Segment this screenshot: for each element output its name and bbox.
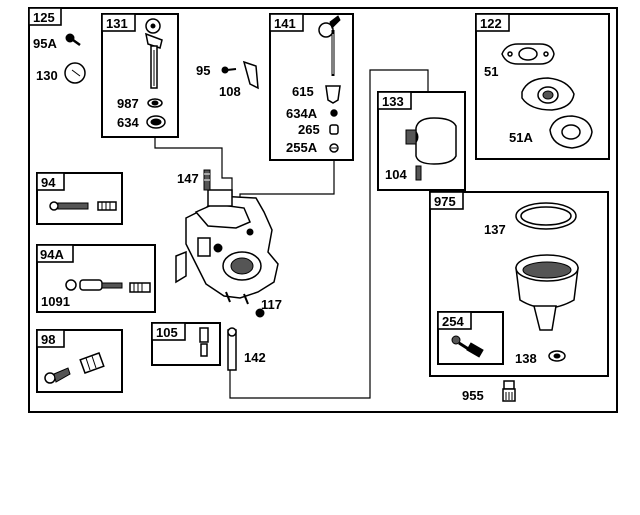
group-label-133: 133 bbox=[382, 94, 404, 109]
mixture-screw-94a-icon bbox=[65, 279, 151, 293]
part-label-95: 95 bbox=[196, 63, 210, 78]
group-tag-133 bbox=[377, 91, 412, 110]
screw-spring-98-icon bbox=[44, 352, 105, 384]
washer-138-icon bbox=[548, 350, 566, 362]
part-label-138: 138 bbox=[515, 351, 537, 366]
screw-95a-icon bbox=[65, 33, 81, 47]
main-frame bbox=[28, 7, 618, 413]
group-box-131 bbox=[101, 13, 179, 138]
part-label-265: 265 bbox=[298, 122, 320, 137]
spacer-icon bbox=[521, 77, 575, 111]
group-label-125: 125 bbox=[33, 10, 55, 25]
group-label-131: 131 bbox=[106, 16, 128, 31]
group-label-122: 122 bbox=[480, 16, 502, 31]
group-box-141 bbox=[269, 13, 354, 161]
float-bowl-icon bbox=[515, 254, 579, 331]
bowl-nut-955-icon bbox=[502, 380, 516, 402]
part-label-51a: 51A bbox=[509, 130, 533, 145]
screw-254-icon bbox=[451, 335, 484, 358]
group-tag-94a bbox=[36, 244, 74, 263]
group-tag-141 bbox=[269, 13, 304, 32]
group-tag-975 bbox=[429, 191, 464, 210]
group-tag-94 bbox=[36, 172, 65, 191]
part-label-142: 142 bbox=[244, 350, 266, 365]
part-label-987: 987 bbox=[117, 96, 139, 111]
seal-987-icon bbox=[147, 98, 163, 108]
gasket-137-icon bbox=[515, 202, 577, 230]
seal-634-icon bbox=[146, 115, 166, 129]
pin-104-icon bbox=[415, 165, 422, 181]
group-box-133 bbox=[377, 91, 466, 191]
group-box-105 bbox=[151, 322, 221, 366]
group-box-975 bbox=[429, 191, 609, 377]
part-label-108: 108 bbox=[219, 84, 241, 99]
throttle-shaft-icon bbox=[144, 18, 163, 89]
jet-105-icon bbox=[199, 327, 209, 357]
part-label-147: 147 bbox=[177, 171, 199, 186]
part-label-255a: 255A bbox=[286, 140, 318, 155]
part-label-137: 137 bbox=[484, 222, 506, 237]
carburetor-body-icon bbox=[175, 189, 279, 305]
washer-255a-icon bbox=[329, 143, 339, 153]
choke-shaft-icon bbox=[318, 15, 341, 76]
group-label-975: 975 bbox=[434, 194, 456, 209]
group-label-98: 98 bbox=[41, 332, 55, 347]
group-tag-125 bbox=[28, 7, 62, 26]
screw-117-icon bbox=[255, 308, 265, 318]
group-box-122 bbox=[475, 13, 610, 160]
float-icon bbox=[405, 117, 457, 165]
spring-108-icon bbox=[242, 60, 259, 90]
part-label-104: 104 bbox=[385, 167, 407, 182]
part-label-634: 634 bbox=[117, 115, 139, 130]
group-label-254: 254 bbox=[442, 314, 464, 329]
leader-133 bbox=[229, 69, 429, 399]
part-label-634a: 634A bbox=[286, 106, 318, 121]
part-label-1091: 1091 bbox=[41, 294, 70, 309]
idle-screw-94-icon bbox=[49, 201, 117, 211]
part-label-51: 51 bbox=[484, 64, 498, 79]
group-box-94a bbox=[36, 244, 156, 313]
group-label-141: 141 bbox=[274, 16, 296, 31]
group-label-105: 105 bbox=[156, 325, 178, 340]
gasket-51-icon bbox=[501, 43, 555, 65]
part-label-955: 955 bbox=[462, 388, 484, 403]
screw-147-icon bbox=[203, 169, 211, 191]
part-label-95a: 95A bbox=[33, 36, 57, 51]
needle-615-icon bbox=[325, 85, 341, 104]
seat-265-icon bbox=[329, 124, 339, 135]
group-label-94a: 94A bbox=[40, 247, 64, 262]
group-tag-122 bbox=[475, 13, 510, 32]
group-tag-254 bbox=[437, 311, 472, 330]
screw-95-icon bbox=[221, 66, 237, 74]
plug-130-icon bbox=[64, 62, 86, 84]
part-label-615: 615 bbox=[292, 84, 314, 99]
oring-634a-icon bbox=[330, 109, 338, 117]
group-label-94: 94 bbox=[41, 175, 56, 190]
gasket-51a-icon bbox=[549, 115, 593, 149]
group-tag-105 bbox=[151, 322, 186, 341]
group-tag-98 bbox=[36, 329, 65, 348]
group-box-94 bbox=[36, 172, 123, 225]
part-label-130: 130 bbox=[36, 68, 58, 83]
part-label-117: 117 bbox=[261, 297, 282, 312]
group-tag-131 bbox=[101, 13, 136, 32]
group-box-98 bbox=[36, 329, 123, 393]
leader-131 bbox=[154, 137, 233, 200]
stud-142-icon bbox=[227, 327, 237, 371]
